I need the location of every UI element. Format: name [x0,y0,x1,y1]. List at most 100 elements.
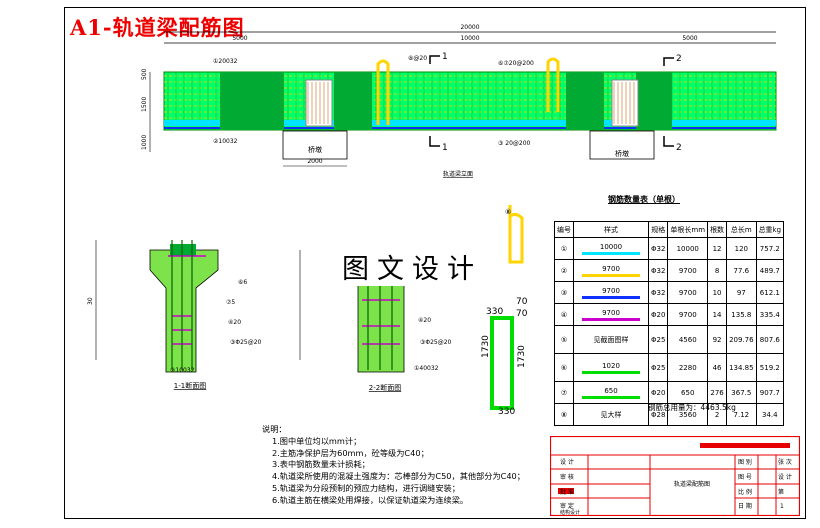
shape-bar [582,395,640,399]
table-cell-shape: 10000 [573,237,649,260]
joint-right [611,79,639,127]
table-cell-count: 12 [707,237,728,260]
table-cell-len: 2280 [667,353,709,382]
table-cell-len: 4560 [667,325,709,354]
watermark: 图文设计 [338,247,486,286]
shape-label: 见截面图样 [593,335,629,344]
pier-zone-right [636,72,672,130]
drawing-frame [64,7,806,519]
table-cell-total: 209.76 [726,325,757,354]
table-cell-weight: 907.7 [755,381,785,404]
table-cell-shape: 9700 [573,281,649,304]
sec-mark-2b: 2 [676,143,682,153]
table-cell-shape: 见截面图样 [573,325,649,354]
shape-label: 9700 [602,286,620,295]
tb-cell-3: 批 准 [560,488,574,496]
joint-left [305,79,333,127]
table-cell-id: ⑥ [554,353,574,382]
table-cell-len: 10000 [667,237,709,260]
table-cell-count: 92 [707,325,728,354]
shape-bar [582,295,640,299]
table-cell-weight: 612.1 [755,281,785,304]
table-header-cell: 单根长mm [667,221,709,238]
table-cell-count: 2 [707,403,728,426]
table-cell-shape: 见大样 [573,403,649,426]
shape-bar [582,273,640,277]
shape-label: 9700 [602,308,620,317]
table-cell-weight: 807.6 [755,325,785,354]
table-cell-shape: 650 [573,381,649,404]
shape-bar [582,317,640,321]
pier-label-left: 桥墩 [308,145,322,154]
dim-left: 5000 [232,35,247,42]
tb-cell-8: 比 例 [738,488,752,496]
shape-label: 10000 [599,242,623,251]
pier-zone-mid-l [334,72,372,130]
dim-right: 5000 [682,35,697,42]
shape-bar [582,370,640,374]
pier-zone-left [220,72,284,130]
tb-cell-12: 第 [778,488,784,496]
table-header-cell: 总长m [726,221,757,238]
table-cell-total: 77.6 [726,259,757,282]
table-cell-shape: 9700 [573,303,649,326]
table-cell-count: 14 [707,303,728,326]
dim-mid: 10000 [460,35,479,42]
table-cell-id: ① [554,237,574,260]
table-cell-total: 367.5 [726,381,757,404]
bottom-strip [164,120,776,126]
shape-label: 1020 [602,361,620,370]
note-6: 6.轨道主筋在横梁处用焊接，以保证轨道梁为连续梁。 [272,494,469,505]
table-cell-count: 8 [707,259,728,282]
table-cell-total: 135.8 [726,303,757,326]
table-cell-len: 9700 [667,281,709,304]
stirrup-u-right [546,57,560,112]
table-cell-id: ⑤ [554,325,574,354]
shape-label: 9700 [602,264,620,273]
table-header-cell: 样式 [573,221,649,238]
table-cell-total: 97 [726,281,757,304]
table-cell-spec: Φ25 [647,353,669,382]
table-cell-total: 7.12 [726,403,757,426]
shape-label: 见大样 [600,410,622,419]
table-cell-spec: Φ32 [647,259,669,282]
elevation-caption: 轨道梁立面 [443,170,473,178]
callout-1: ①20032 [213,58,238,65]
pier-right [589,130,655,160]
beam-elevation: 20000 5000 10000 5000 500 1500 1000 ①200… [141,24,777,178]
tb-cell-11: 设 计 [778,473,792,481]
sec-mark-2a: 2 [676,54,682,64]
tb-cell-6: 图 别 [738,458,752,466]
table-header-cell: 根数 [707,221,728,238]
table-cell-count: 46 [707,353,728,382]
sec-mark-1a: 1 [442,52,448,62]
table-cell-total: 134.85 [726,353,757,382]
table-cell-weight: 519.2 [755,353,785,382]
table-cell-id: ④ [554,303,574,326]
note-3: 3.表中钢筋数量未计损耗； [272,459,370,470]
tb-cell-4: 审 定 [560,502,574,510]
table-cell-id: ② [554,259,574,282]
table-cell-spec: Φ20 [647,303,669,326]
title-block: 设 计 审 核 批 准 审 定 轨道梁配筋图 图 别 图 号 比 例 日 期 张… [550,436,800,516]
tb-cell-9: 日 期 [738,502,752,510]
side-dim-3: 1000 [141,135,148,150]
table-cell-id: ⑦ [554,381,574,404]
sec-mark-1b: 1 [442,143,448,153]
note-1: 1.图中单位均以mm计； [272,435,362,446]
drawing-title: A1-轨道梁配筋图 [70,15,245,40]
table-cell-len: 9700 [667,303,709,326]
tb-cell-13: 1 [780,503,784,510]
note-4: 4.轨道梁所使用的混凝土强度为：芯棒部分为C50，其他部分为C40； [272,471,525,482]
dim-total: 20000 [460,24,479,31]
table-cell-weight: 34.4 [755,403,785,426]
callout-4: ③ 20@200 [498,140,531,147]
note-5: 5.轨道梁为分段预制的预应力结构，进行调缝安装； [272,482,460,493]
